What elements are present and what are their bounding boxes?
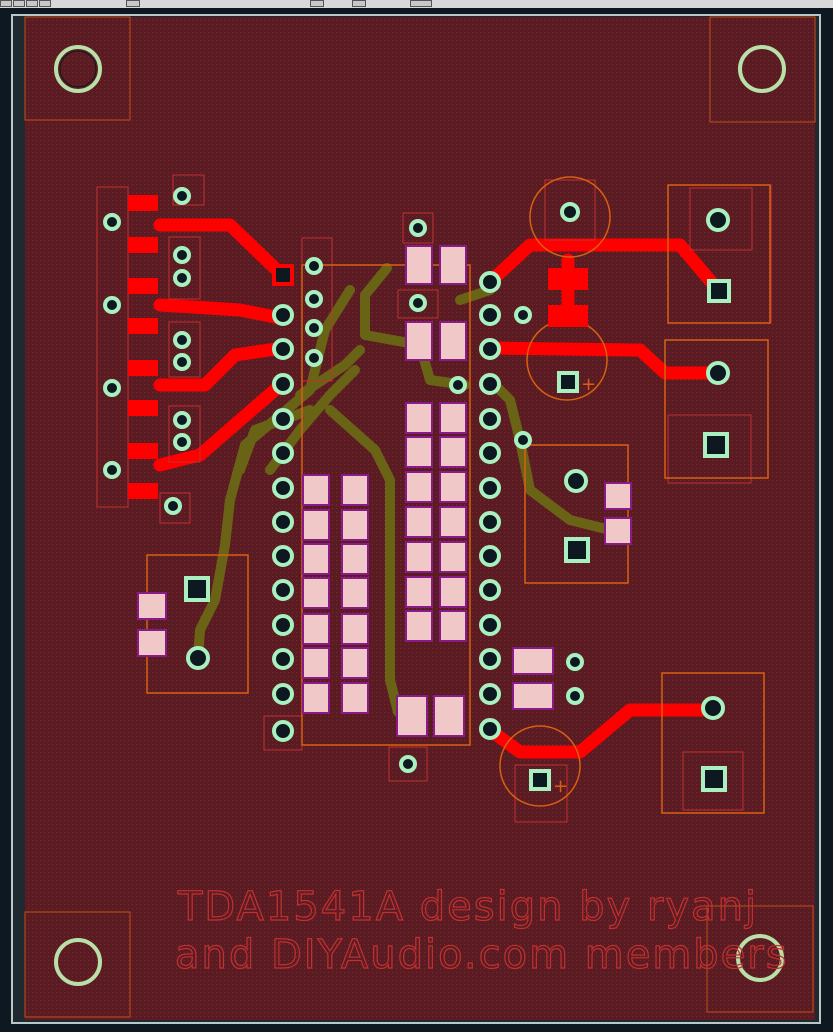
square-pads bbox=[184, 264, 731, 792]
toolbar-button-5[interactable] bbox=[126, 0, 140, 7]
polarity-mark-1: + bbox=[581, 374, 596, 395]
silkscreen-text-line2: and DIYAudio.com members bbox=[175, 932, 789, 978]
mounting-holes bbox=[24, 16, 816, 1018]
smd-pads bbox=[137, 245, 632, 737]
toolbar-button-4[interactable] bbox=[39, 0, 51, 7]
toolbar-button-2[interactable] bbox=[13, 0, 25, 7]
toolbar-button-7[interactable] bbox=[352, 0, 366, 7]
toolbar-button-8[interactable] bbox=[410, 0, 432, 7]
board-canvas[interactable]: + + TDA1541A design by ryanj and DIYAudi… bbox=[0, 8, 833, 1032]
toolbar-button-6[interactable] bbox=[310, 0, 324, 7]
toolbar-button-1[interactable] bbox=[0, 0, 12, 7]
silkscreen-text-line1: TDA1541A design by ryanj bbox=[177, 884, 758, 930]
pcb-layout[interactable]: + + TDA1541A design by ryanj and DIYAudi… bbox=[0, 8, 833, 1032]
toolbar-button-3[interactable] bbox=[26, 0, 38, 7]
through-hole-pads bbox=[103, 187, 730, 773]
connector-fingers bbox=[128, 195, 588, 499]
polarity-mark-2: + bbox=[553, 776, 568, 797]
